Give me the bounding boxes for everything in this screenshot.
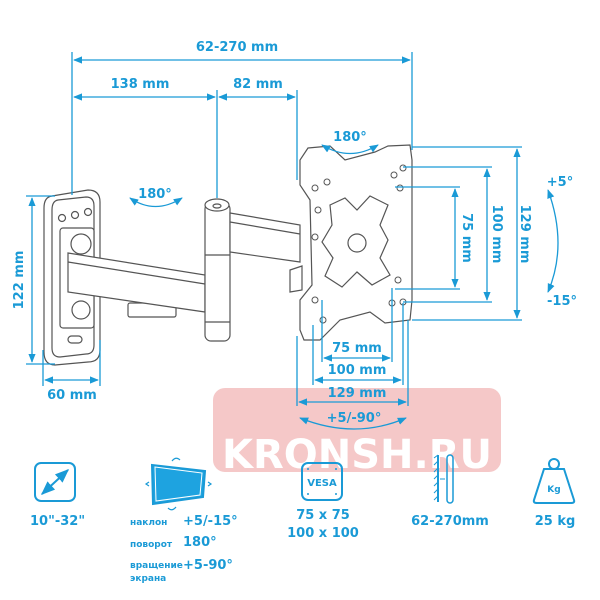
weight-icon-text: Kg	[547, 485, 560, 495]
vesa-v100-label: 100 mm	[489, 205, 504, 264]
vesa-v75-label: 75 mm	[459, 213, 474, 263]
vesa-h75-label: 75 mm	[332, 341, 382, 356]
arm	[67, 198, 303, 342]
wall-plate-height-label: 122 mm	[12, 251, 27, 310]
swivel-plate-label: 180°	[333, 130, 367, 145]
tilt-down-label: -15°	[547, 294, 577, 309]
vesa-h100-label: 100 mm	[328, 363, 387, 378]
arm-2-label: 82 mm	[233, 77, 283, 92]
weight-icon: Kg	[532, 458, 576, 504]
weight-value: 25 kg	[534, 514, 576, 529]
tilt-label: наклон	[130, 518, 168, 528]
tilt-swivel-icon	[144, 457, 213, 511]
wall-plate-width-label: 60 mm	[47, 388, 97, 403]
vesa-value-1: 75 x 75	[296, 508, 350, 523]
vesa-plate	[299, 144, 413, 341]
total-depth-label: 62-270 mm	[196, 40, 278, 55]
rotation-label-2: экрана	[130, 574, 167, 584]
swivel-arm-label: 180°	[138, 187, 172, 202]
arm-1-label: 138 mm	[111, 77, 170, 92]
swivel-value: 180°	[183, 535, 217, 550]
rotation-label: +5/-90°	[327, 411, 382, 426]
plate-width-label: 129 mm	[328, 386, 387, 401]
vesa-icon-text: VESA	[307, 478, 337, 489]
vesa-value-2: 100 x 100	[287, 526, 359, 541]
swivel-label: поворот	[130, 540, 173, 550]
plate-height-label: 129 mm	[517, 205, 532, 264]
rotation-value: +5-90°	[183, 558, 233, 573]
tilt-value: +5/-15°	[183, 514, 238, 529]
wall-distance-icon	[433, 454, 454, 504]
tilt-up-label: +5°	[547, 175, 573, 190]
vesa-icon: VESA	[301, 462, 343, 501]
distance-value: 62-270mm	[411, 514, 489, 529]
dimension-lines	[26, 52, 559, 430]
rotation-label-1: вращение	[130, 561, 183, 571]
screen-size-value: 10"-32"	[30, 514, 86, 529]
screen-size-icon	[34, 462, 76, 502]
